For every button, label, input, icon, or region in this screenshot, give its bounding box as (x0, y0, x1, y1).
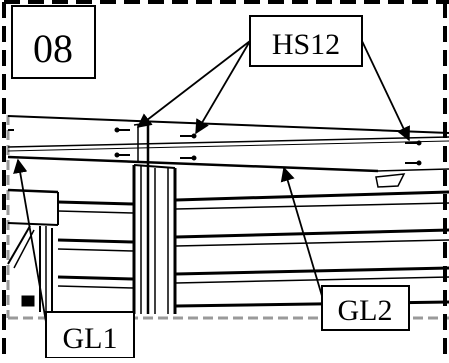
left-bracket (7, 188, 59, 314)
gl1-leader (13, 158, 47, 323)
gl2-leader (280, 166, 323, 297)
gl1-label: GL1 (45, 311, 135, 359)
gl2-label-text: GL2 (338, 294, 393, 327)
lower-beam (7, 155, 449, 188)
hs12-label: HS12 (249, 15, 363, 67)
hs12-leader-1 (136, 40, 251, 128)
gl2-label: GL2 (321, 285, 410, 331)
screw (180, 155, 197, 161)
hs12-label-text: HS12 (272, 28, 340, 61)
step-number-box: 08 (11, 5, 96, 79)
screw (180, 133, 197, 139)
screw (114, 152, 130, 158)
vertical-post (132, 122, 177, 314)
leader-lines (13, 40, 410, 323)
screw (405, 160, 422, 166)
hs12-screws (8, 127, 422, 166)
top-beam (7, 115, 449, 152)
hs12-leader-2 (195, 40, 251, 135)
screw (405, 140, 422, 146)
step-number: 08 (33, 26, 73, 71)
screw (114, 127, 130, 133)
hs12-leader-3 (361, 40, 410, 142)
gl1-label-text: GL1 (63, 322, 118, 355)
